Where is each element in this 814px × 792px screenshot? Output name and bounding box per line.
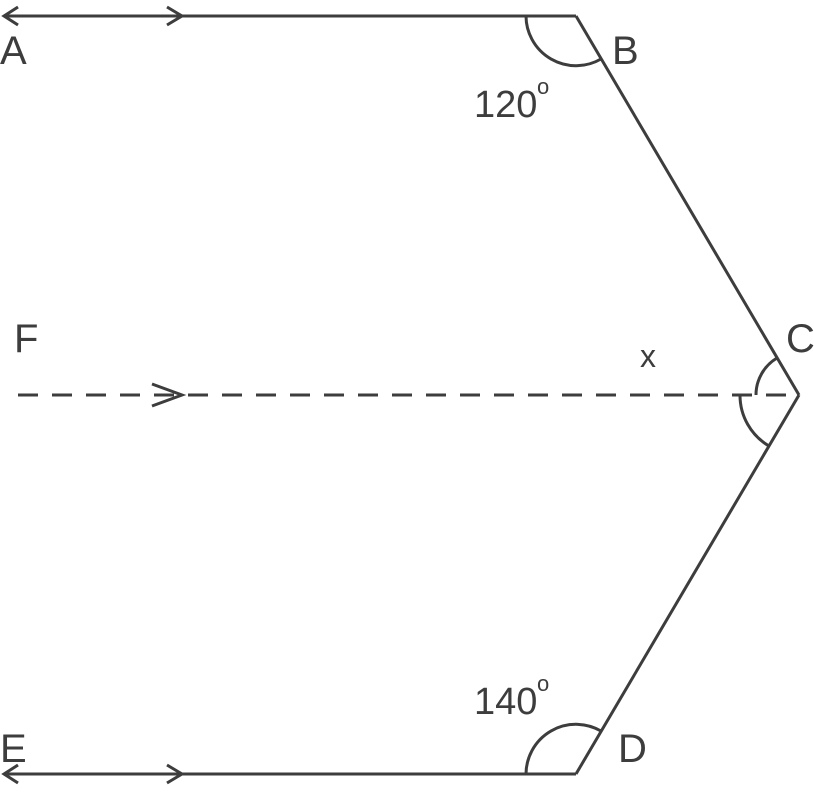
angle-arc-b (524, 15, 602, 68)
angle-b-degree: o (537, 74, 549, 99)
parallel-arrow-ed (166, 763, 185, 785)
arrowhead-e-left (1, 763, 19, 785)
segment-bc (574, 15, 801, 396)
label-point-c: C (786, 317, 814, 361)
label-point-b: B (612, 29, 639, 73)
label-point-d: D (618, 727, 647, 771)
angle-arc-c-lower (738, 394, 770, 448)
segment-cd (574, 394, 801, 775)
parallel-arrow-fc (151, 382, 187, 408)
angle-arc-c-upper (754, 356, 778, 396)
angle-c-label: x (640, 338, 656, 374)
label-point-a: A (0, 29, 27, 73)
label-point-e: E (0, 727, 27, 771)
angle-d-value: 140 (474, 681, 537, 723)
angle-b-value: 120 (474, 84, 537, 126)
arrowhead-a-left (1, 5, 19, 27)
parallel-arrow-ab (166, 5, 185, 27)
label-point-f: F (14, 317, 38, 361)
angle-d-degree: o (537, 671, 549, 696)
angle-arc-d (524, 722, 602, 775)
